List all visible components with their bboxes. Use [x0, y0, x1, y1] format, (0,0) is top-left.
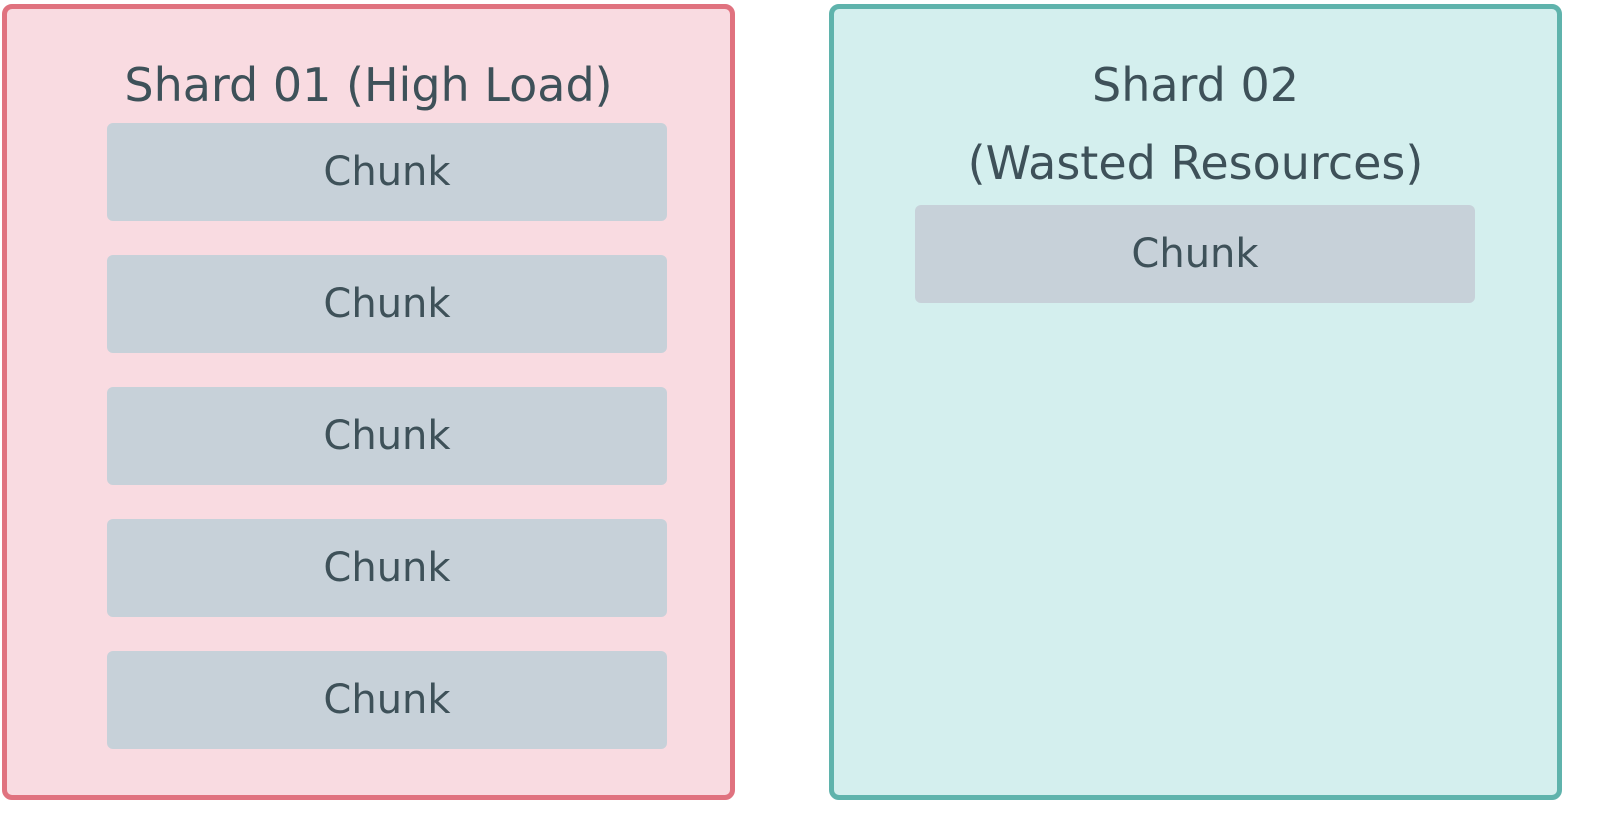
shard-02-chunk: Chunk	[915, 205, 1475, 303]
shard-02-box: Shard 02 (Wasted Resources) Chunk	[829, 4, 1562, 800]
shard-01-chunk: Chunk	[107, 123, 667, 221]
shard-01-chunk: Chunk	[107, 255, 667, 353]
shard-01-chunk: Chunk	[107, 651, 667, 749]
shard-01-chunk: Chunk	[107, 519, 667, 617]
shard-01-title: Shard 01 (High Load)	[124, 58, 613, 112]
shard-02-title-line-2: (Wasted Resources)	[967, 136, 1424, 190]
shard-01-chunk: Chunk	[107, 387, 667, 485]
shard-02-title-line-1: Shard 02	[1092, 58, 1299, 112]
shard-01-box: Shard 01 (High Load) Chunk Chunk Chunk C…	[2, 4, 735, 800]
